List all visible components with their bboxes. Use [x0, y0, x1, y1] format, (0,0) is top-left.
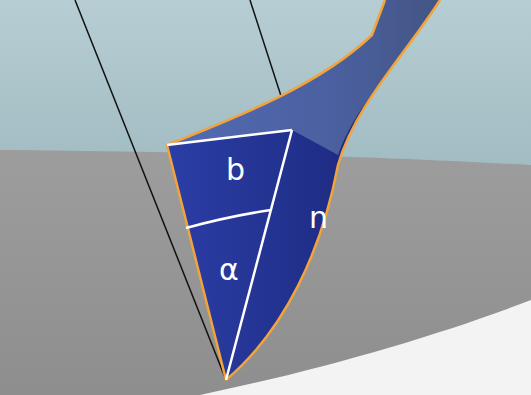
surface-edge [226, 0, 440, 380]
vector-label: n [309, 203, 328, 233]
angle-arc [186, 210, 271, 228]
vector-label: b [226, 155, 245, 185]
surface-above-water [167, 0, 440, 155]
ribbon-surface [167, 0, 440, 380]
binormal-line [167, 130, 292, 145]
vector-label: α [219, 255, 239, 285]
